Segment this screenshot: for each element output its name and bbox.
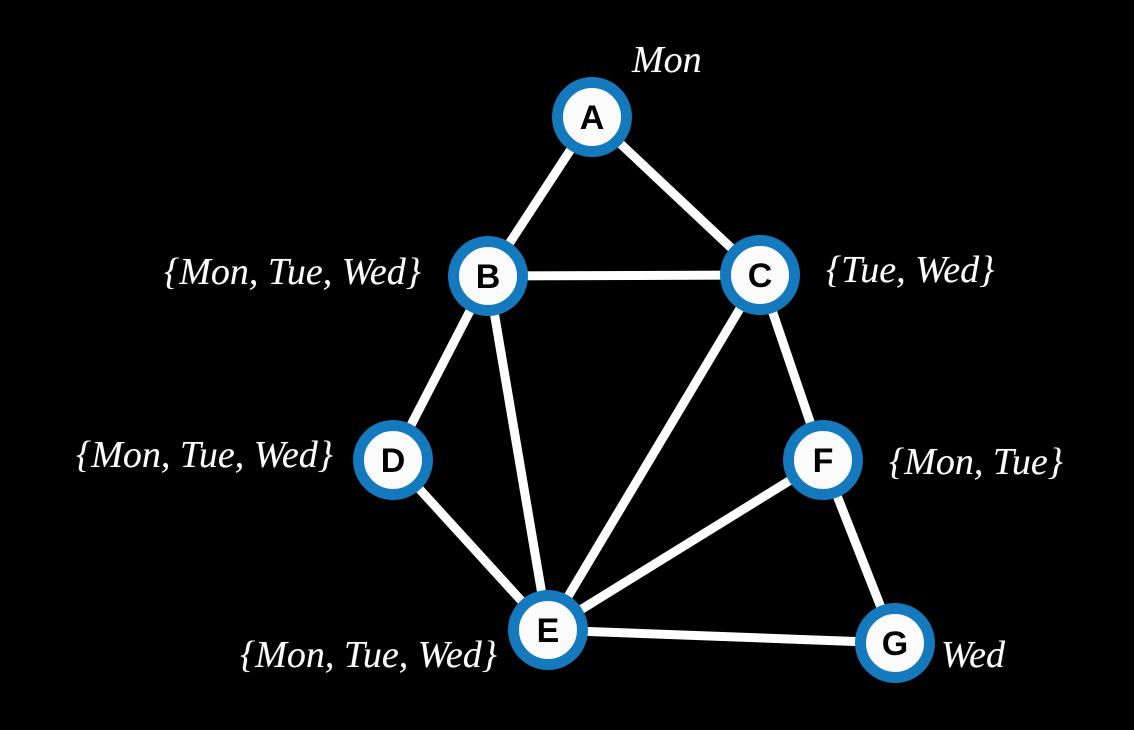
node-letter-d: D [381, 442, 406, 480]
node-e[interactable]: E [508, 590, 588, 670]
node-circle-a [552, 77, 632, 157]
node-circle-g [855, 603, 935, 683]
node-letter-e: E [537, 612, 560, 650]
node-b[interactable]: B [448, 236, 528, 316]
node-circle-e [508, 590, 588, 670]
node-c[interactable]: C [720, 235, 800, 315]
node-letter-b: B [476, 258, 501, 296]
node-a[interactable]: A [552, 77, 632, 157]
node-circle-f [783, 420, 863, 500]
edge-e-f [543, 455, 828, 635]
edge-layer [388, 112, 900, 648]
domain-label-b: {Mon, Tue, Wed} [164, 251, 421, 293]
node-circle-c [720, 235, 800, 315]
node-d[interactable]: D [353, 420, 433, 500]
domain-label-d: {Mon, Tue, Wed} [76, 434, 333, 476]
node-letter-a: A [580, 99, 605, 137]
edge-c-e [543, 270, 765, 635]
domain-label-e: {Mon, Tue, Wed} [240, 634, 497, 676]
domain-label-g: Wed [941, 634, 1006, 676]
node-letter-g: G [882, 625, 908, 663]
edge-e-g [543, 625, 900, 648]
domain-label-a: Mon [632, 39, 702, 81]
node-f[interactable]: F [783, 420, 863, 500]
domain-label-c: {Tue, Wed} [826, 249, 995, 291]
domain-label-f: {Mon, Tue} [889, 441, 1063, 483]
node-letter-c: C [748, 257, 773, 295]
node-g[interactable]: G [855, 603, 935, 683]
node-layer: A B C D E F G [353, 77, 935, 683]
node-letter-f: F [813, 442, 834, 480]
node-circle-d [353, 420, 433, 500]
edge-b-c [483, 270, 765, 281]
edge-b-e [483, 271, 553, 635]
node-circle-b [448, 236, 528, 316]
